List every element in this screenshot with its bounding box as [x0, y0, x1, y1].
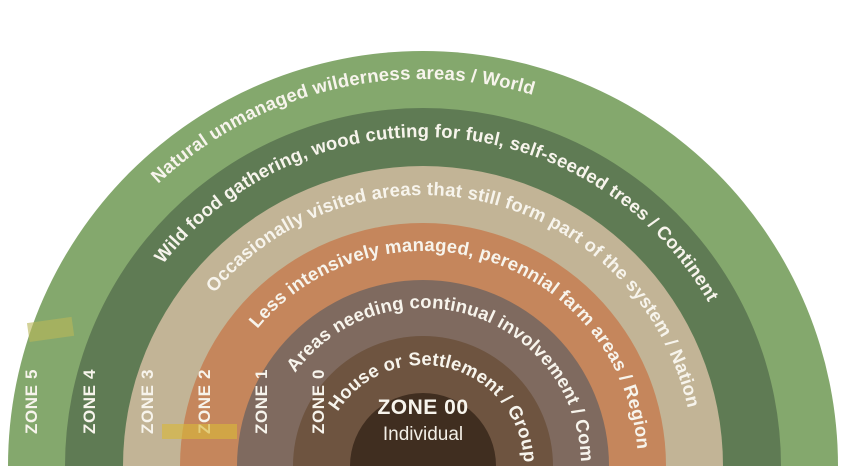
- zone-0-tag: ZONE 0: [309, 369, 328, 434]
- zone-2-tag: ZONE 2: [195, 369, 214, 434]
- zone-3-tag: ZONE 3: [138, 369, 157, 434]
- zone-00-disc: [350, 393, 496, 466]
- zone-5-tag: ZONE 5: [22, 369, 41, 434]
- zone-00-title: ZONE 00: [377, 396, 468, 419]
- zone-4-tag: ZONE 4: [80, 369, 99, 434]
- zone-core-zone-00[interactable]: [350, 393, 496, 474]
- zone-1-tag: ZONE 1: [252, 369, 271, 434]
- highlight-zone-bar-marker: [162, 424, 237, 439]
- zone-00-sublabel: Individual: [383, 424, 463, 445]
- highlight-natural-marker: [26, 316, 75, 342]
